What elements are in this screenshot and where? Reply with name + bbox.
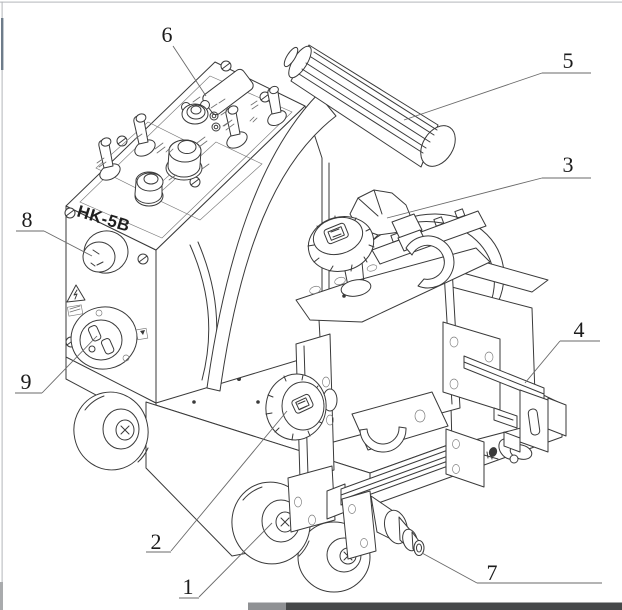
adjust-knob (181, 100, 210, 125)
left-accent-mark (1, 18, 4, 70)
callout-6: 6 (162, 22, 207, 97)
torch-clamp (351, 391, 449, 453)
indicator-leds (209, 111, 221, 132)
axle-shaft (341, 490, 425, 560)
mount-ring (371, 213, 505, 335)
push-button-small (134, 171, 164, 207)
callout-4-label: 4 (574, 317, 585, 342)
callout-3-label: 3 (563, 152, 574, 177)
push-button-large (165, 139, 203, 181)
toggle-switch (225, 105, 248, 149)
callout-1-label: 1 (183, 574, 194, 599)
connector-socket-large (70, 306, 138, 370)
control-panel-items (95, 60, 287, 221)
torch-slide-assembly (265, 189, 549, 533)
callout-8-label: 8 (22, 207, 33, 232)
handle-arm (206, 93, 337, 392)
clamp-knob (307, 215, 375, 297)
bottom-bar-dark-segment (286, 602, 622, 610)
torch-hook (405, 235, 455, 289)
handle (206, 44, 456, 392)
bottom-bar (248, 602, 622, 610)
callout-5-label: 5 (563, 48, 574, 73)
handle-grip-ridges (298, 51, 438, 154)
toggle-switch (98, 137, 121, 181)
panel-micro-labels (96, 96, 259, 181)
clamp-base-slab (295, 247, 491, 323)
rear-wheel (73, 391, 149, 471)
callout-2: 2 (146, 410, 288, 554)
callouts: 1 2 3 4 5 6 7 8 (15, 22, 602, 599)
connector-socket-small (82, 230, 129, 274)
callout-7: 7 (421, 552, 602, 585)
callout-1: 1 (179, 522, 273, 599)
callout-8: 8 (16, 207, 93, 257)
warning-triangle-icon (66, 284, 86, 317)
callout-2-label: 2 (151, 529, 162, 554)
toggle-switch (267, 85, 287, 127)
arrow-plate-icon (135, 327, 149, 341)
slide-end-block (445, 428, 485, 488)
slide-knob (265, 373, 338, 441)
toggle-switch (133, 113, 156, 157)
guide-bracket (463, 355, 567, 453)
callout-7-label: 7 (487, 560, 498, 585)
callout-9-label: 9 (21, 369, 32, 394)
callout-3: 3 (386, 152, 591, 219)
handle-end-cap (420, 125, 456, 167)
bottom-bar-light-segment (248, 602, 286, 610)
callout-9: 9 (15, 335, 98, 394)
callout-4: 4 (524, 317, 600, 384)
callout-5: 5 (403, 48, 591, 121)
callout-6-label: 6 (162, 22, 173, 47)
